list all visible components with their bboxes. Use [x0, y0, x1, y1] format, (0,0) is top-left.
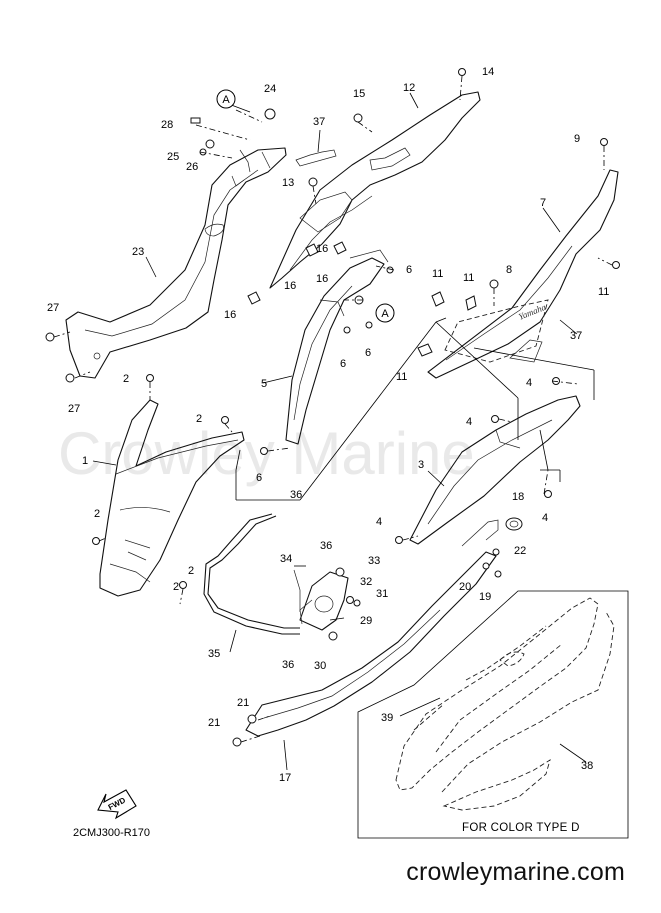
part-7-rear-cover: Yamaha: [427, 169, 619, 379]
label-5: 5: [261, 378, 267, 390]
part-labels: 24 28 25 26 23 27 27 2 1 2 2 2 2 37 15 1…: [47, 66, 609, 784]
footer-site[interactable]: crowleymarine.com: [406, 858, 625, 886]
label-29: 29: [360, 615, 372, 627]
inset-caption: FOR COLOR TYPE D: [462, 822, 580, 834]
ref-marker-a-1: A: [216, 89, 236, 109]
svg-text:A: A: [381, 308, 389, 320]
label-36b: 36: [320, 540, 332, 552]
fwd-arrow: FWD: [97, 789, 137, 820]
label-37b: 37: [570, 330, 582, 342]
label-21b: 21: [208, 717, 220, 729]
label-17: 17: [279, 772, 291, 784]
label-32: 32: [360, 576, 372, 588]
callout-leaders: [92, 92, 587, 771]
label-18: 18: [512, 491, 524, 503]
fasteners: [45, 68, 620, 747]
label-16b: 16: [284, 280, 296, 292]
part-1-leg-shield: [99, 399, 245, 597]
label-4a: 4: [526, 377, 532, 389]
part-35-hose: [203, 513, 301, 635]
label-8: 8: [506, 264, 512, 276]
label-21a: 21: [237, 697, 249, 709]
label-14: 14: [482, 66, 494, 78]
label-2e: 2: [173, 581, 179, 593]
label-12: 12: [403, 82, 415, 94]
part-23-front-cover: [65, 147, 287, 379]
label-6b: 6: [340, 358, 346, 370]
svg-text:Yamaha: Yamaha: [517, 302, 548, 322]
label-11c: 11: [396, 371, 407, 383]
svg-text:A: A: [222, 94, 230, 106]
label-3: 3: [418, 459, 424, 471]
label-10: 11: [598, 286, 609, 298]
label-11b: 11: [463, 272, 474, 284]
label-16a: 16: [316, 243, 328, 255]
label-15: 15: [353, 88, 365, 100]
part-12-upper-panel: [269, 91, 481, 289]
label-36c: 36: [282, 659, 294, 671]
label-4b: 4: [466, 416, 472, 428]
label-9: 9: [574, 133, 580, 145]
label-35: 35: [208, 648, 220, 660]
label-19: 19: [479, 591, 491, 603]
label-7: 7: [540, 197, 546, 209]
label-26: 26: [186, 161, 198, 173]
label-16c: 16: [316, 273, 328, 285]
leader-lines: [53, 75, 613, 743]
label-2b: 2: [196, 413, 202, 425]
label-31: 31: [376, 588, 388, 600]
ref-marker-a-2: A: [375, 303, 395, 323]
part-17-lower-panel: [245, 519, 499, 737]
label-4c: 4: [542, 512, 548, 524]
label-30: 30: [314, 660, 326, 672]
part-5-center-panel: [285, 249, 389, 445]
label-2c: 2: [94, 508, 100, 520]
label-23: 23: [132, 246, 144, 258]
label-20: 20: [459, 581, 471, 593]
label-6a: 6: [406, 264, 412, 276]
label-22: 22: [514, 545, 526, 557]
label-37a: 37: [313, 116, 325, 128]
diagram-code: 2CMJ300-R170: [73, 827, 151, 839]
label-34: 34: [280, 553, 292, 565]
label-39: 39: [381, 712, 393, 724]
label-25: 25: [167, 151, 179, 163]
label-13: 13: [282, 177, 294, 189]
part-18-grommet: [505, 517, 523, 531]
label-6d: 6: [256, 472, 262, 484]
label-33: 33: [368, 555, 380, 567]
inset-color-type-d: FOR COLOR TYPE D: [357, 590, 629, 839]
label-24: 24: [264, 83, 276, 95]
part-3-side-cover: [409, 395, 581, 545]
label-4d: 4: [376, 516, 382, 528]
label-6c: 6: [365, 347, 371, 359]
label-36a: 36: [290, 489, 302, 501]
label-28: 28: [161, 119, 173, 131]
label-27a: 27: [47, 302, 59, 314]
label-2a: 2: [123, 373, 129, 385]
label-11a: 11: [432, 268, 443, 280]
label-2d: 2: [188, 565, 194, 577]
part-29-bracket: [299, 571, 349, 631]
label-1: 1: [82, 455, 88, 467]
label-27b: 27: [68, 403, 80, 415]
label-16d: 16: [224, 309, 236, 321]
label-38: 38: [581, 760, 593, 772]
